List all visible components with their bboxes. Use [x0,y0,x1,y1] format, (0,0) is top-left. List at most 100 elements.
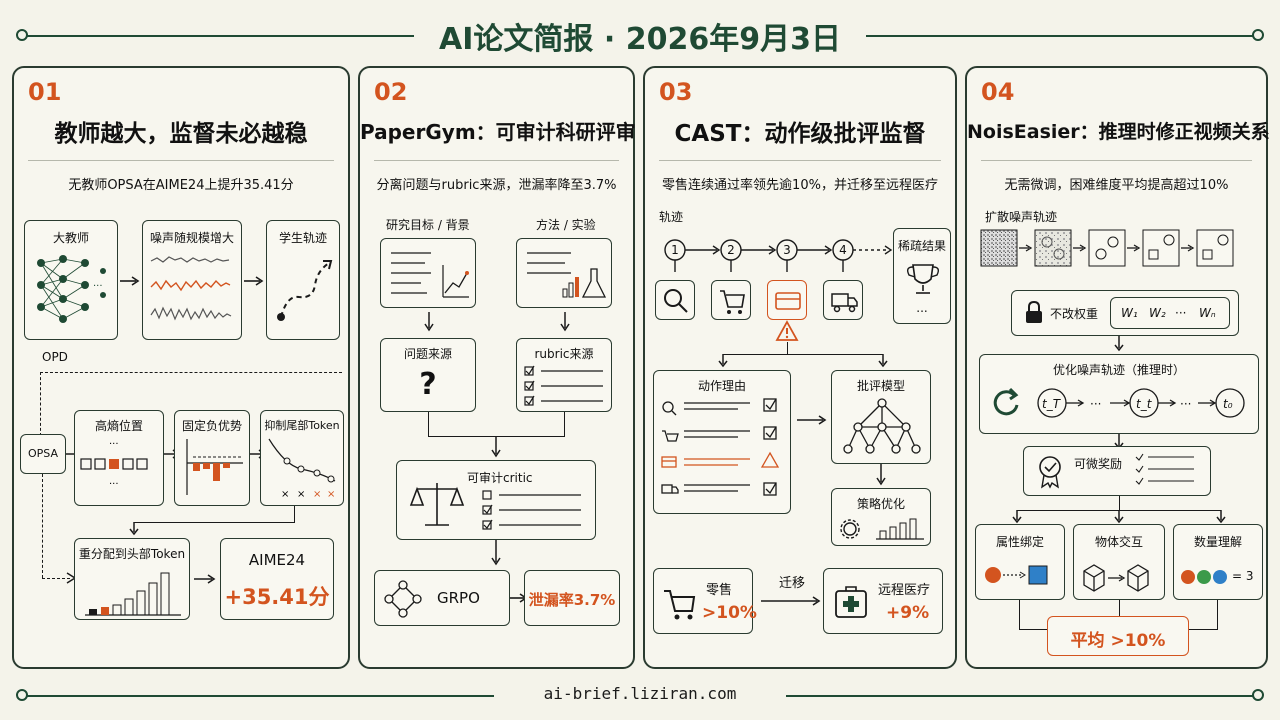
cart-step-box [711,280,751,320]
transfer-label: 迁移 [779,576,806,591]
svg-text:×: × [327,489,335,500]
average-result-box: 平均 >10% [1047,616,1189,656]
retail-label: 零售 [706,583,733,598]
page-title: AI论文简报 · 2026年9月3日 [439,22,841,57]
panel-title: NoisEasier：推理时修正视频关系 [967,121,1270,143]
panel-title: PaperGym：可审计科研评审 [360,120,636,144]
neg-advantage-label: 固定负优势 [181,419,242,433]
timestep-dots-1: ··· [1090,397,1102,411]
document-chart-icon [391,252,469,298]
object-interaction-box: 物体交互 [1073,524,1165,600]
sparse-outcome-label: 稀疏结果 [897,239,946,253]
truck-icon [831,293,858,313]
step-4: 4 [839,243,847,257]
diff-reward-label: 可微奖励 [1074,457,1123,471]
goal-doc [380,238,476,308]
step-3: 3 [783,243,791,257]
trajectory-icon [277,260,333,321]
step-1: 1 [671,243,679,257]
checklist-icon [524,365,603,406]
trajectory-steps [664,239,893,272]
telemedicine-result-box: 远程医疗 +9% [823,568,943,634]
trophy-icon [906,264,940,294]
panel-number: 04 [981,78,1015,106]
truck-step-box [823,280,863,320]
telemedicine-label: 远程医疗 [878,583,931,598]
critic-model-box: 批评模型 [831,370,931,464]
gear-chart-icon [840,518,924,540]
aime24-label: AIME24 [248,551,306,569]
panel-number: 03 [659,78,693,106]
refresh-icon [993,387,1019,416]
panel-number: 01 [28,78,62,106]
diffusion-frames [980,229,1234,267]
count-equals: = 3 [1232,569,1254,583]
payment-step-box [767,280,807,320]
search-step-box [655,280,695,320]
noise-label: 噪声随规模增大 [149,231,234,245]
grpo-box: GRPO [374,570,510,626]
action-reason-label: 动作理由 [697,379,746,393]
head-bar-icon [85,572,181,616]
quantity-understanding-box: 数量理解 = 3 [1173,524,1263,600]
neg-bar-icon [186,439,243,495]
grpo-label: GRPO [437,589,480,607]
question-source-label: 问题来源 [403,347,452,361]
card-icon [775,292,801,310]
policy-optimization-label: 策略优化 [856,497,905,511]
warning-icon [775,320,799,341]
noise-wave-icon [150,256,232,321]
timestep-dots-2: ··· [1180,397,1192,411]
opd-label: OPD [42,350,68,364]
teacher-box: 大教师 ··· [24,220,118,340]
neg-advantage-box: 固定负优势 [174,410,250,506]
goal-label: 研究目标 / 背景 [386,218,470,232]
panel-subtitle: 分离问题与rubric来源，泄漏率降至3.7% [376,178,617,193]
diffusion-label: 扩散噪声轨迹 [985,210,1058,224]
entropy-box: 高熵位置 ··· ··· [74,410,164,506]
binding-icon [985,565,1048,585]
reason-list [661,398,780,496]
auditable-critic-label: 可审计critic [467,471,533,485]
graph-icon [384,580,422,618]
timestep-chain [1037,388,1245,418]
leak-rate-box: 泄漏率3.7% [524,570,620,626]
tail-curve-icon: ×× ×× [268,438,335,500]
cubes-icon [1083,564,1149,592]
question-source-box: 问题来源 ? [380,338,476,412]
panel-4: 04 NoisEasier：推理时修正视频关系 无需微调，困难维度平均提高超过1… [965,66,1270,669]
object-interaction-label: 物体交互 [1094,535,1143,549]
badge-icon [1039,456,1061,489]
network-icon [843,398,921,454]
cart-icon [664,590,696,620]
weight-2: W₂ [1149,306,1166,320]
sparse-outcome-box: 稀疏结果 ... [893,228,951,324]
svg-text:···: ··· [109,479,119,490]
footer-url: ai-brief.liziran.com [543,684,737,703]
timestep-T: t_T [1042,397,1061,411]
attribute-binding-box: 属性绑定 [975,524,1065,600]
method-label: 方法 / 实验 [536,218,596,232]
frozen-weights-label: 不改权重 [1050,307,1099,321]
policy-optimization-box: 策略优化 [831,488,931,546]
lock-icon [1026,300,1042,323]
cart-icon [720,290,745,314]
retail-value: >10% [702,603,757,623]
retail-result-box: 零售 >10% [653,568,757,634]
svg-text:×: × [281,489,289,500]
weight-1: W₁ [1121,306,1138,320]
realloc-head-box: 重分配到头部Token [74,538,190,620]
count-dots-icon [1181,570,1227,584]
opsa-box: OPSA [20,434,66,474]
svg-text:×: × [297,489,305,500]
suppress-tail-label: 抑制尾部Token [264,419,340,432]
entropy-label: 高熵位置 [94,419,143,433]
critic-model-label: 批评模型 [856,379,905,393]
student-label: 学生轨迹 [278,231,327,245]
panel-subtitle: 无教师OPSA在AIME24上提升35.41分 [68,178,294,193]
leak-rate-value: 泄漏率3.7% [528,591,616,609]
panel-subtitle: 无需微调，困难维度平均提高超过10% [1004,178,1229,193]
panel-3: 03 CAST：动作级批评监督 零售连续通过率领先逾10%，并迁移至远程医疗 轨… [643,66,957,669]
aime24-result-box: AIME24 +35.41分 [220,538,334,620]
question-mark-icon: ? [419,367,437,402]
